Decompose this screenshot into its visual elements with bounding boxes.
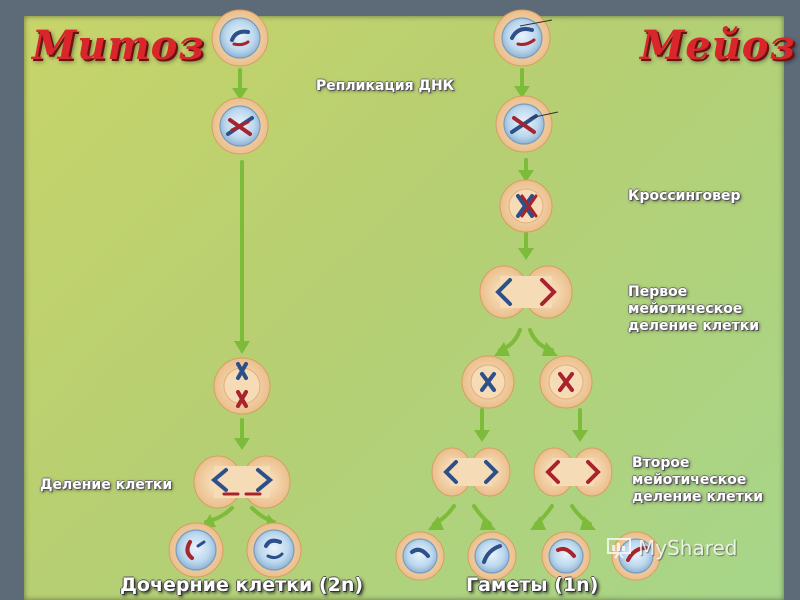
mitosis-cell-dividing — [193, 455, 291, 509]
mitosis-cell-metaphase — [213, 357, 271, 415]
mitosis-cell-replicated — [211, 97, 269, 155]
mitosis-daughter-cell-2 — [246, 522, 302, 578]
arrow-mitosis-3 — [234, 418, 250, 450]
arrow-mitosis-2 — [234, 160, 250, 354]
gamete-cell-2 — [467, 531, 517, 581]
dna-replication-label: Репликация ДНК — [316, 78, 455, 94]
first-meiotic-division-label: Первое мейотическое деление клетки — [628, 284, 759, 335]
arrow-meiosis-4 — [474, 408, 588, 442]
second-division-line-2: мейотическое — [632, 472, 747, 488]
meiosis-cell-first-division — [479, 265, 573, 319]
arrow-meiosis-split-2 — [428, 504, 596, 530]
mitosis-daughter-cell-1 — [168, 522, 224, 578]
gamete-cell-4 — [611, 531, 661, 581]
presentation-board-icon — [607, 538, 631, 559]
arrow-meiosis-split-1 — [494, 328, 558, 356]
meiosis-cell-second-stage-right — [539, 355, 593, 409]
meiosis-cell-crossing-over — [499, 179, 553, 233]
diagram-background — [24, 16, 784, 600]
watermark: MyShared — [606, 536, 738, 560]
gamete-cell-1 — [395, 531, 445, 581]
meiosis-title: Мейоз — [640, 22, 797, 69]
cell-division-label: Деление клетки — [40, 477, 173, 493]
meiosis-cell-second-division-right — [533, 447, 613, 497]
first-division-line-3: деление клетки — [628, 318, 760, 334]
second-meiotic-division-label: Второе мейотическое деление клетки — [632, 455, 763, 506]
arrow-meiosis-3 — [518, 226, 534, 260]
gametes-label: Гаметы (1n) — [466, 574, 599, 596]
second-division-line-3: деление клетки — [632, 489, 764, 505]
arrow-meiosis-1 — [514, 68, 530, 98]
gamete-cell-3 — [541, 531, 591, 581]
daughter-cells-label: Дочерние клетки (2n) — [120, 574, 364, 596]
crossing-over-label: Кроссинговер — [628, 188, 741, 204]
mitosis-cell-initial — [211, 9, 269, 67]
first-division-line-2: мейотическое — [628, 301, 743, 317]
meiosis-cell-second-division-left — [431, 447, 511, 497]
meiosis-cell-replicated — [495, 95, 559, 153]
watermark-text: MyShared — [638, 536, 738, 560]
mitosis-title: Митоз — [32, 22, 205, 69]
second-division-line-1: Второе — [632, 455, 690, 471]
meiosis-cell-second-stage-left — [461, 355, 515, 409]
arrow-meiosis-2 — [518, 158, 534, 182]
first-division-line-1: Первое — [628, 284, 688, 300]
arrows — [202, 68, 596, 530]
arrow-mitosis-1 — [232, 68, 248, 100]
meiosis-cell-initial — [493, 9, 553, 67]
